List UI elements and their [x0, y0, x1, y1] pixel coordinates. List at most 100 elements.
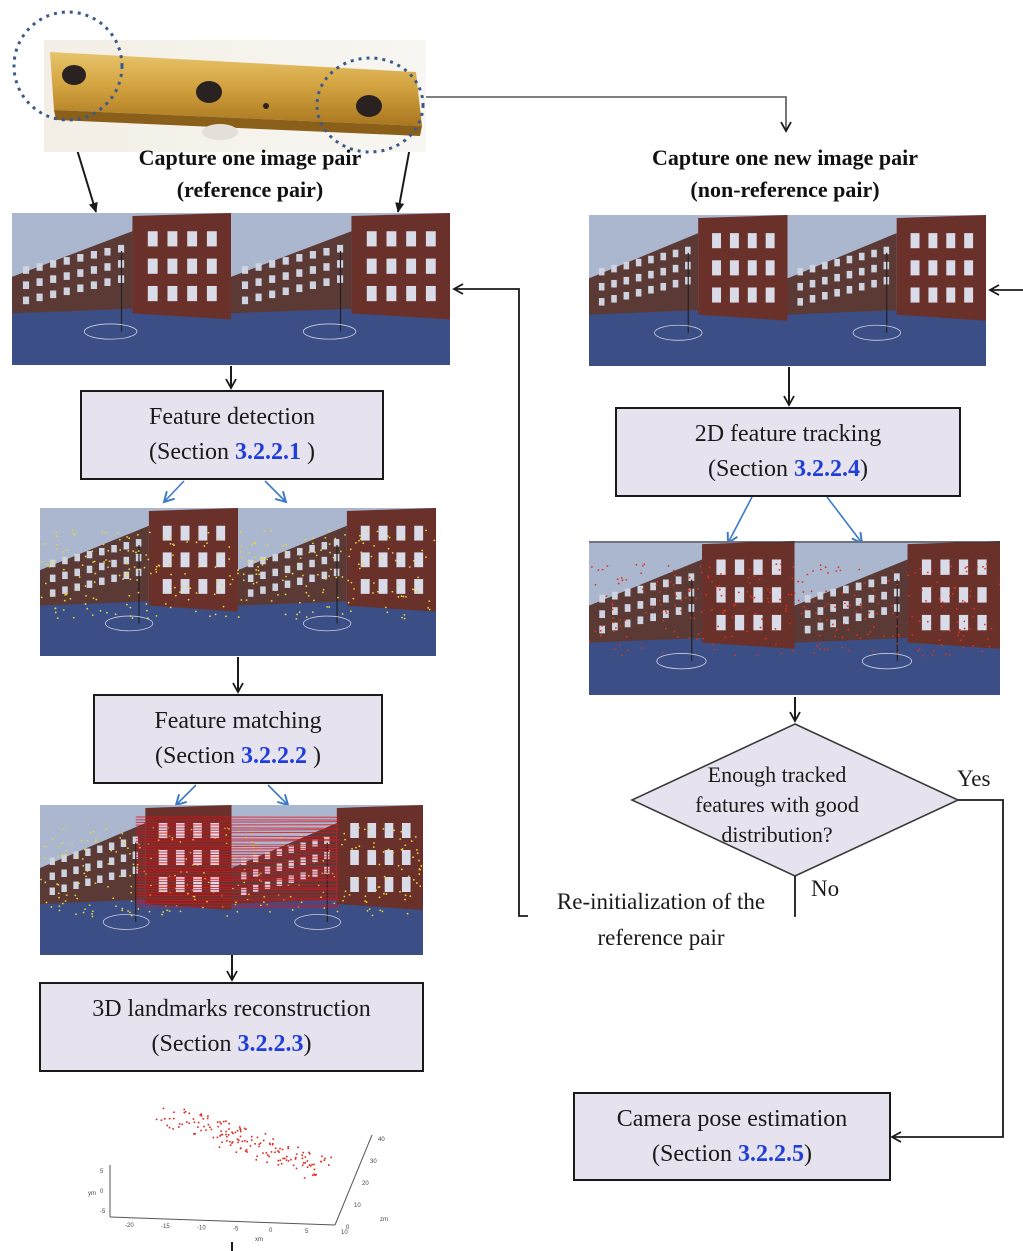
landmark-point — [236, 1138, 239, 1140]
landmark-point — [262, 1152, 264, 1154]
caption-non-reference-pair: Capture one new image pair (non-referenc… — [651, 145, 919, 202]
landmark-point — [249, 1145, 252, 1147]
x-tick-label: -10 — [197, 1225, 206, 1231]
lens-highlight-left — [12, 10, 124, 122]
landmark-point — [265, 1152, 268, 1154]
landmark-point — [229, 1140, 231, 1143]
landmark-point — [231, 1141, 234, 1143]
landmark-point — [240, 1147, 242, 1149]
landmark-point — [256, 1136, 259, 1139]
landmark-point — [306, 1166, 309, 1169]
section-ref-link[interactable]: 3.2.2.5 — [737, 1140, 804, 1167]
landmark-point — [221, 1141, 223, 1144]
section-ref-link[interactable]: 3.2.2.3 — [237, 1031, 304, 1057]
landmark-point — [183, 1111, 186, 1114]
z-tick-label: 10 — [354, 1203, 361, 1209]
non-reference-image-pair — [589, 215, 986, 366]
landmark-point — [236, 1129, 239, 1132]
landmark-point — [219, 1135, 221, 1137]
landmark-point — [178, 1123, 181, 1125]
landmark-point — [277, 1150, 279, 1152]
landmark-point — [324, 1157, 326, 1160]
y-tick-label: 5 — [100, 1169, 104, 1175]
y-tick-label: -5 — [100, 1209, 106, 1215]
landmark-point — [220, 1123, 222, 1125]
landmark-point — [309, 1165, 312, 1167]
landmark-point — [205, 1129, 207, 1131]
landmark-point — [304, 1162, 307, 1164]
landmark-point — [285, 1159, 288, 1161]
feature-matching-box: Feature matching (Section 3.2.2.2 ) — [93, 694, 383, 784]
y-tick-label: 0 — [100, 1189, 104, 1195]
landmark-point — [237, 1139, 240, 1141]
landmark-point — [245, 1128, 247, 1131]
section-ref-link[interactable]: 3.2.2.1 — [234, 439, 301, 465]
landmark-point — [168, 1126, 171, 1129]
landmark-point — [216, 1136, 219, 1139]
landmark-point — [235, 1151, 238, 1153]
landmark-point — [320, 1160, 322, 1163]
detected-features-image-pair — [40, 508, 436, 656]
landmark-point — [246, 1140, 249, 1143]
yes-label: Yes — [957, 766, 991, 791]
landmark-point — [229, 1144, 232, 1146]
landmark-point — [262, 1139, 265, 1142]
z-tick-label: 0 — [346, 1225, 350, 1231]
landmark-point — [210, 1128, 213, 1131]
landmark-point — [269, 1143, 271, 1146]
landmark-point — [312, 1174, 314, 1177]
landmark-point — [323, 1159, 326, 1162]
landmark-point — [274, 1151, 276, 1154]
landmark-point — [197, 1126, 199, 1128]
landmark-point — [200, 1129, 202, 1132]
landmark-point — [194, 1133, 197, 1135]
landmark-point — [228, 1122, 230, 1125]
landmark-point — [277, 1159, 280, 1162]
landmark-point — [193, 1133, 195, 1135]
decision-text: Enough tracked features with good distri… — [695, 762, 859, 847]
landmark-point — [206, 1117, 209, 1120]
landmark-point — [221, 1133, 224, 1136]
landmark-point — [259, 1142, 262, 1145]
x-tick-label: -15 — [161, 1224, 170, 1230]
landmark-point — [286, 1155, 288, 1158]
landmark-point — [164, 1118, 166, 1120]
landmark-point — [168, 1117, 171, 1120]
landmark-point — [297, 1146, 299, 1149]
feature-tracking-title: 2D feature tracking — [694, 421, 882, 447]
landmark-point — [308, 1151, 310, 1154]
landmark-point — [219, 1121, 221, 1123]
landmark-point — [290, 1158, 292, 1161]
landmark-point — [308, 1164, 311, 1166]
landmark-point — [239, 1130, 242, 1133]
arrow-right-lens — [395, 146, 411, 213]
feature-detection-title: Feature detection — [149, 404, 315, 430]
x-tick-label: 10 — [341, 1230, 348, 1236]
arrow-matching-left — [174, 784, 197, 807]
landmark-point — [269, 1142, 271, 1145]
arrow-yes-to-pose — [890, 799, 1004, 1143]
feature-matching-title: Feature matching — [154, 708, 322, 734]
landmark-point — [237, 1141, 239, 1144]
z-tick-label: 20 — [362, 1181, 369, 1187]
landmark-point — [225, 1130, 227, 1133]
plot-axes — [109, 1134, 373, 1226]
landmark-point — [207, 1123, 210, 1126]
landmark-point — [220, 1130, 222, 1132]
section-ref-link[interactable]: 3.2.2.2 — [240, 743, 307, 769]
caption-reference-pair: Capture one image pair (reference pair) — [138, 145, 362, 202]
landmark-point — [295, 1156, 297, 1159]
section-ref-link[interactable]: 3.2.2.4 — [793, 456, 860, 482]
landmark-point — [218, 1146, 221, 1148]
landmark-point — [225, 1133, 227, 1136]
landmarks-reconstruction-box: 3D landmarks reconstruction (Section 3.2… — [39, 982, 424, 1072]
landmark-point — [302, 1151, 304, 1154]
landmark-point — [295, 1167, 298, 1170]
landmark-point — [258, 1145, 260, 1148]
landmark-point — [278, 1151, 280, 1153]
arrow-detection-left — [162, 480, 185, 504]
x-tick-label: -20 — [125, 1223, 134, 1229]
landmark-point — [279, 1159, 282, 1162]
landmark-point — [250, 1139, 253, 1141]
